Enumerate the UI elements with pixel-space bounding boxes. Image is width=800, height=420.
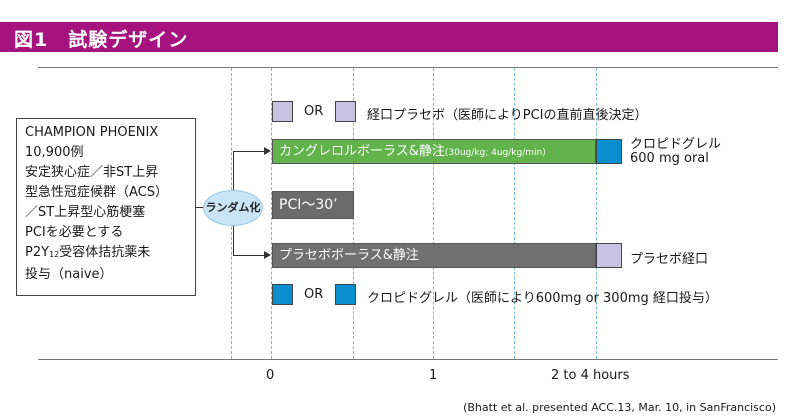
top-or-label: OR <box>304 104 324 119</box>
branch-up-arrow-icon <box>264 147 271 155</box>
clopidogrel-square-icon-3 <box>335 284 356 305</box>
population-line-1: 安定狭心症／非ST上昇 <box>25 165 159 180</box>
population-line-3: ／ST上昇型心筋梗塞 <box>25 205 146 220</box>
cangrelor-label: カングレロルボーラス&静注 <box>279 144 445 159</box>
branch-down-line <box>233 226 234 255</box>
population-line-5: P2Y12受容体拮抗薬未 <box>25 243 195 265</box>
study-population-box: CHAMPION PHOENIX 10,900例 安定狭心症／非ST上昇 型急性… <box>16 118 196 296</box>
randomization-node: ランダム化 <box>203 190 263 226</box>
population-line-4: PCIを必要とする <box>25 225 124 240</box>
pci-timing-box: PCI〜30’ <box>272 191 354 219</box>
figure-title: 図1 試験デザイン <box>14 29 189 51</box>
tick-label-0: 0 <box>266 368 275 383</box>
box-to-randomization-connector <box>196 207 204 208</box>
top-row-description: 経口プラセボ（医師によりPCIの直前直後決定） <box>367 108 648 123</box>
placebo-square-icon <box>272 101 293 122</box>
placebo-bar-label: プラセボボーラス&静注 <box>279 248 419 263</box>
bottom-row-description: クロピドグレル（医師により600mg or 300mg 経口投与） <box>367 291 718 306</box>
placebo-oral-square-icon <box>596 243 622 268</box>
branch-up-horizontal <box>233 151 265 152</box>
clopidogrel-square-icon-2 <box>272 284 293 305</box>
gridline-one-and-half <box>514 68 515 359</box>
time-axis-line <box>38 359 778 360</box>
cangrelor-end-label-1: クロピドグレル <box>630 137 722 152</box>
population-line-6: 投与（naive） <box>25 267 113 282</box>
branch-up-line <box>233 151 234 190</box>
placebo-end-label: プラセボ経口 <box>630 252 709 267</box>
population-line-2: 型急性冠症候群（ACS） <box>25 185 168 200</box>
tick-label-1: 1 <box>429 368 438 383</box>
cangrelor-end-label-2: 600 mg oral <box>630 151 709 166</box>
gridline-2-to-4 <box>596 68 597 359</box>
clopidogrel-square-icon <box>596 139 622 164</box>
branch-down-arrow-icon <box>264 251 271 259</box>
patient-count: 10,900例 <box>25 145 84 160</box>
citation: (Bhatt et al. presented ACC.13, Mar. 10,… <box>463 401 776 414</box>
bottom-or-label: OR <box>304 287 324 302</box>
p2y-suffix: 受容体拮抗薬未 <box>59 245 151 260</box>
top-rule <box>38 67 778 68</box>
p2y-subscript: 12 <box>49 250 60 259</box>
branch-down-horizontal <box>233 255 265 256</box>
p2y-prefix: P2Y <box>25 245 50 260</box>
gridline-1 <box>433 68 434 359</box>
cangrelor-bar: カングレロルボーラス&静注(30ug/kg; 4ug/kg/min) <box>272 139 596 164</box>
study-name: CHAMPION PHOENIX <box>25 125 159 140</box>
gridline-0 <box>271 68 272 359</box>
cangrelor-dose: (30ug/kg; 4ug/kg/min) <box>444 148 546 158</box>
header-bar: 図1 試験デザイン <box>0 22 778 52</box>
placebo-square-icon-2 <box>335 101 356 122</box>
placebo-bar: プラセボボーラス&静注 <box>272 243 596 268</box>
tick-label-2-to-4: 2 to 4 hours <box>551 368 630 383</box>
